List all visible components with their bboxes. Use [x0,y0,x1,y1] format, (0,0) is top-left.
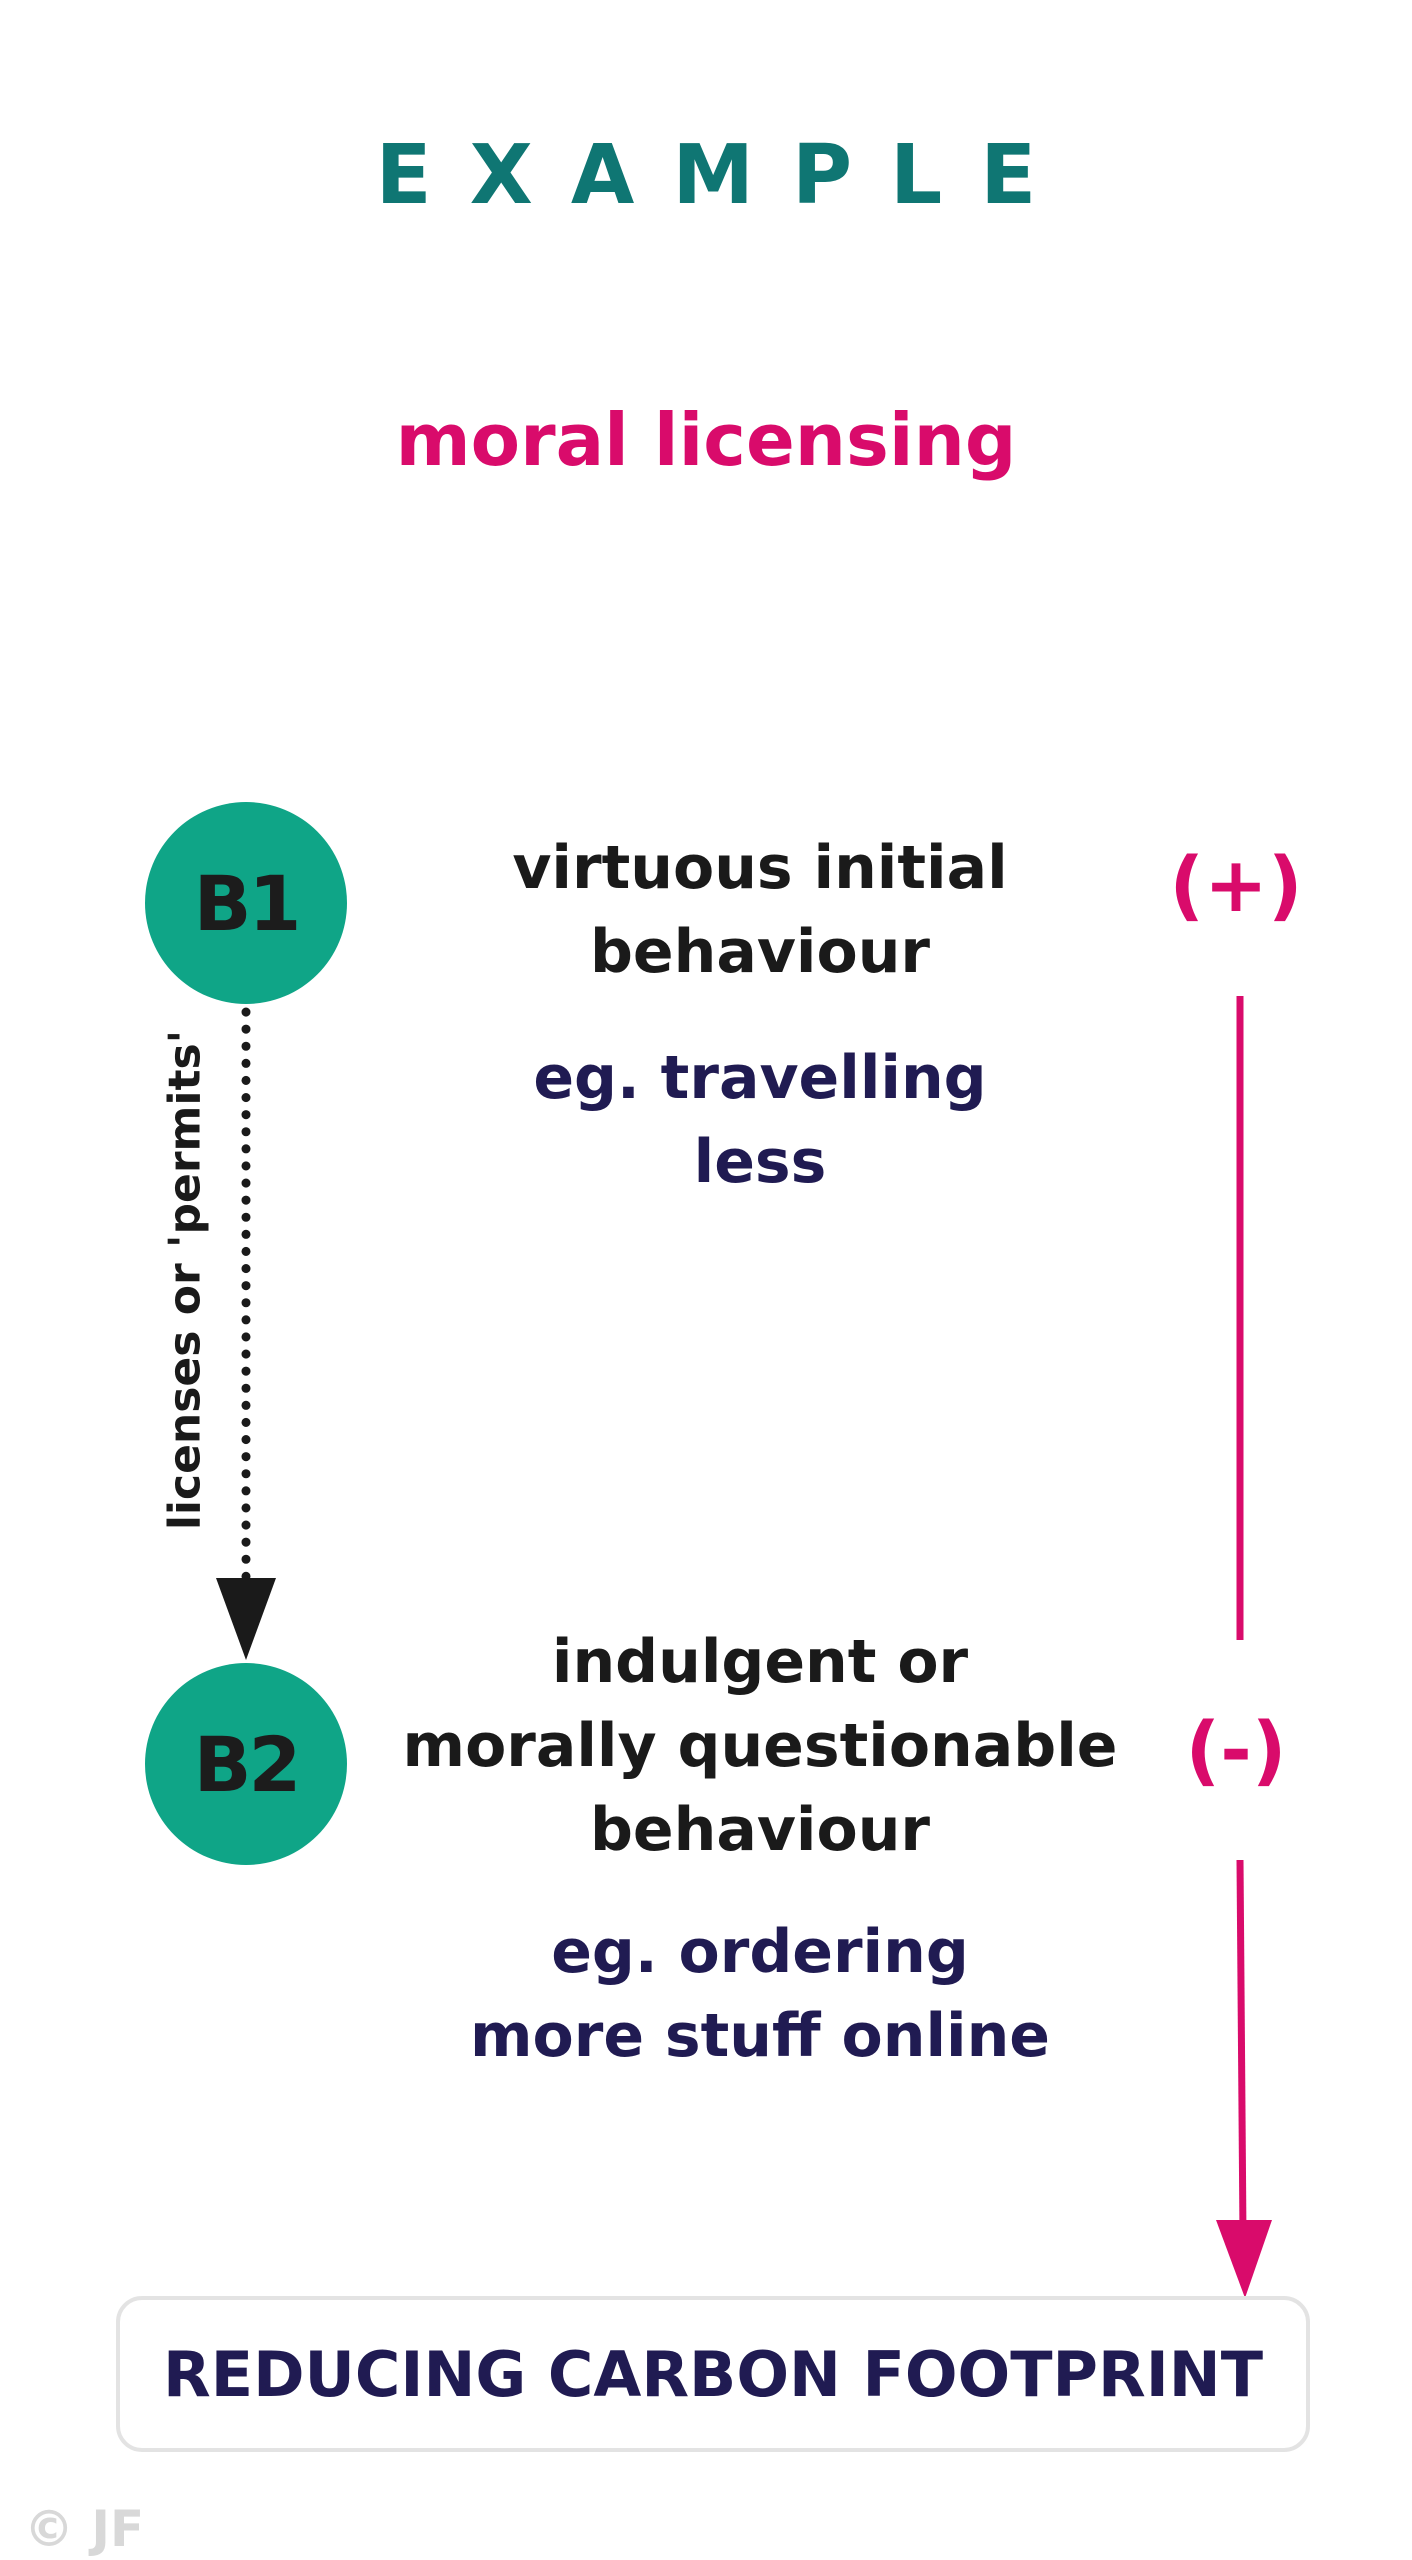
copyright-mark: © JF [24,2500,145,2558]
b1-example-line: less [693,1127,827,1197]
node-b1: B1 [145,802,347,1004]
b2-description: indulgent or morally questionable behavi… [340,1620,1180,1872]
edge-label-licenses: licenses or 'permits' [159,1029,211,1531]
b2-description-line: morally questionable [402,1711,1118,1781]
diagram-subtitle: moral licensing [395,398,1017,482]
outcome-box-label: REDUCING CARBON FOOTPRINT [163,2337,1263,2411]
outcome-box: REDUCING CARBON FOOTPRINT [116,2296,1310,2452]
b2-example-line: more stuff online [470,2001,1050,2071]
positive-sign: (+) [1169,840,1303,929]
magenta-connector-lower [1236,1859,1247,2237]
b1-description-line: behaviour [589,917,931,987]
b1-example-line: eg. travelling [533,1043,987,1113]
b2-example: eg. ordering more stuff online [340,1910,1180,2078]
b1-description-line: virtuous initial [512,833,1008,903]
page-heading: EXAMPLE [375,128,1075,223]
b2-description-line: behaviour [589,1795,931,1865]
b1-example: eg. travelling less [340,1036,1180,1204]
negative-sign: (-) [1185,1705,1287,1794]
b1-description: virtuous initial behaviour [340,826,1180,994]
node-b2: B2 [145,1663,347,1865]
b2-description-line: indulgent or [551,1627,969,1697]
b2-example-line: eg. ordering [551,1917,969,1987]
licenses-arrowhead [216,1578,276,1660]
magenta-arrowhead [1216,2220,1272,2298]
